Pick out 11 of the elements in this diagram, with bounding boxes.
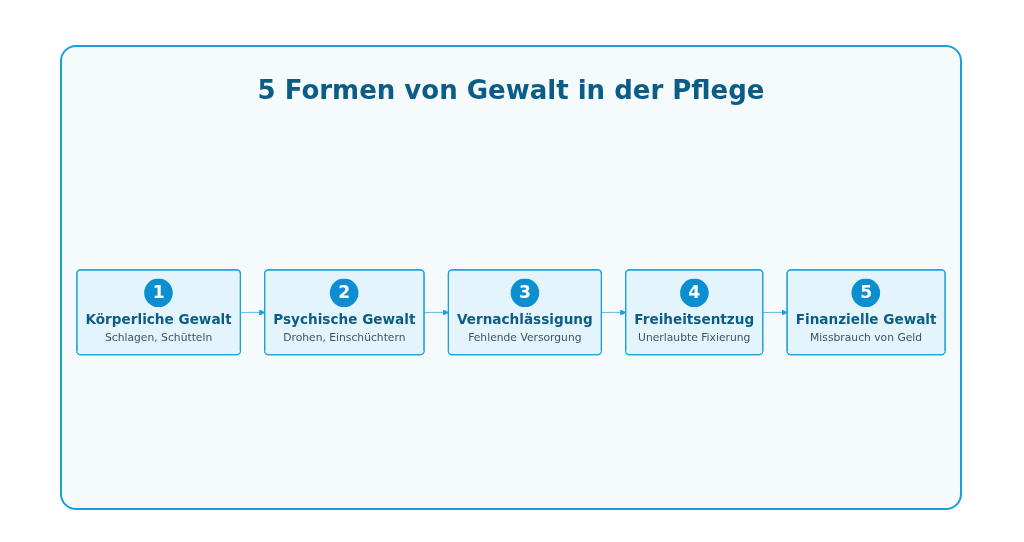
node-heading: Vernachlässigung: [456, 310, 593, 327]
node-description: Schlagen, Schütteln: [105, 331, 213, 345]
node-heading: Finanzielle Gewalt: [795, 310, 937, 327]
node-description: Missbrauch von Geld: [810, 331, 923, 345]
node-heading: Freiheitsentzug: [634, 310, 755, 327]
node-heading: Psychische Gewalt: [273, 310, 416, 327]
node-description: Drohen, Einschüchtern: [283, 331, 406, 345]
node-heading: Körperliche Gewalt: [85, 310, 232, 327]
diagram-title: 5 Formen von Gewalt in der Pflege: [257, 75, 765, 105]
node-description: Fehlende Versorgung: [468, 331, 582, 345]
node-description: Unerlaubte Fixierung: [638, 331, 751, 345]
